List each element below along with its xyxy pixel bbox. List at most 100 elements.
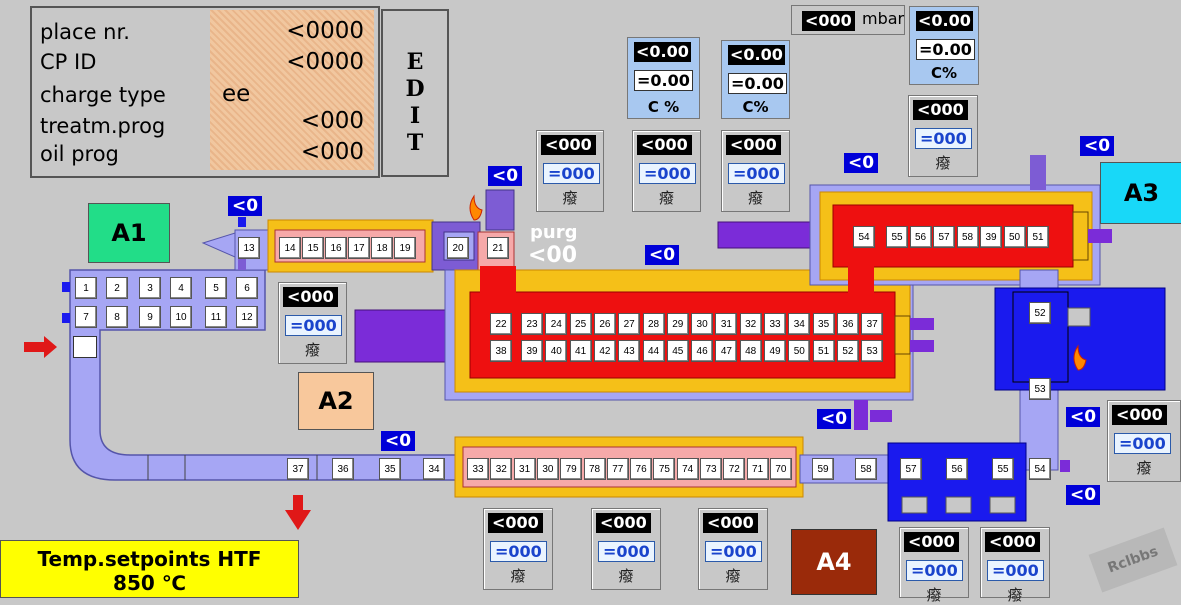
position-box[interactable]: 48 <box>739 340 762 362</box>
position-box[interactable]: 39 <box>521 340 543 362</box>
position-box[interactable]: 12 <box>236 306 258 328</box>
position-box[interactable]: 43 <box>618 340 641 362</box>
position-box[interactable]: 52 <box>836 340 859 362</box>
sensor-setpoint[interactable]: =000 <box>705 541 762 562</box>
sensor-setpoint[interactable]: =000 <box>598 541 655 562</box>
position-box[interactable]: 77 <box>606 458 629 480</box>
position-box[interactable]: 34 <box>423 458 445 480</box>
position-box[interactable]: 37 <box>861 313 884 335</box>
position-box[interactable]: 58 <box>855 458 877 480</box>
position-box[interactable]: 46 <box>691 340 714 362</box>
position-box[interactable]: 50 <box>1003 226 1026 248</box>
position-box[interactable]: 33 <box>764 313 786 335</box>
carbon-setpoint[interactable]: =0.00 <box>916 39 975 60</box>
position-box[interactable]: 53 <box>1029 378 1051 400</box>
position-box[interactable]: 47 <box>715 340 738 362</box>
position-box[interactable]: 29 <box>666 313 689 335</box>
position-box[interactable]: 11 <box>205 306 227 328</box>
position-box[interactable]: 74 <box>676 458 699 480</box>
position-box[interactable]: 59 <box>812 458 834 480</box>
position-box[interactable]: 51 <box>1027 226 1049 248</box>
position-box[interactable]: 21 <box>487 237 509 259</box>
position-box[interactable]: 22 <box>490 313 512 335</box>
position-box[interactable]: 55 <box>992 458 1014 480</box>
position-box[interactable]: 31 <box>513 458 536 480</box>
position-box[interactable]: 56 <box>946 458 968 480</box>
position-box[interactable]: 8 <box>106 306 128 328</box>
position-box[interactable]: 70 <box>769 458 792 480</box>
position-box[interactable]: 3 <box>139 277 161 299</box>
position-box[interactable]: 23 <box>521 313 543 335</box>
carbon-setpoint[interactable]: =0.00 <box>634 70 693 91</box>
sensor-setpoint[interactable]: =000 <box>285 315 342 336</box>
position-box[interactable]: 35 <box>812 313 835 335</box>
position-box[interactable]: 52 <box>1029 302 1051 324</box>
position-box[interactable]: 75 <box>653 458 676 480</box>
position-box[interactable]: 17 <box>348 237 370 259</box>
position-box[interactable]: 55 <box>886 226 908 248</box>
position-box[interactable]: 16 <box>325 237 347 259</box>
position-box[interactable]: 45 <box>666 340 689 362</box>
setpoint-value[interactable]: 850 ℃ <box>113 571 186 595</box>
position-box[interactable]: 2 <box>106 277 128 299</box>
sensor-setpoint[interactable]: =000 <box>639 163 696 184</box>
zone-a3[interactable]: A3 <box>1100 162 1181 224</box>
position-box[interactable]: 10 <box>170 306 192 328</box>
position-box[interactable]: 34 <box>788 313 811 335</box>
position-box[interactable]: 1 <box>75 277 97 299</box>
position-box[interactable]: 54 <box>1029 458 1051 480</box>
position-box[interactable]: 32 <box>739 313 762 335</box>
position-box[interactable]: 26 <box>593 313 616 335</box>
position-box[interactable]: 50 <box>788 340 811 362</box>
charge-type-value[interactable]: ee <box>222 81 251 107</box>
place-value[interactable]: <0000 <box>286 18 364 44</box>
position-box[interactable]: 40 <box>545 340 568 362</box>
position-box[interactable]: 58 <box>956 226 979 248</box>
cpid-value[interactable]: <0000 <box>286 49 364 75</box>
position-box[interactable]: 7 <box>75 306 97 328</box>
position-box[interactable]: 19 <box>394 237 416 259</box>
sensor-setpoint[interactable]: =000 <box>490 541 547 562</box>
position-box[interactable]: 18 <box>371 237 393 259</box>
carbon-setpoint[interactable]: =0.00 <box>728 73 787 94</box>
position-box[interactable]: 25 <box>569 313 592 335</box>
pressure-value[interactable]: <000 <box>802 11 855 31</box>
edit-button[interactable]: E D I T <box>381 9 449 177</box>
position-box[interactable]: 32 <box>490 458 513 480</box>
sensor-setpoint[interactable]: =000 <box>987 560 1044 581</box>
position-box[interactable]: 33 <box>467 458 489 480</box>
position-box[interactable]: 41 <box>569 340 592 362</box>
position-box[interactable]: 9 <box>139 306 161 328</box>
position-box[interactable]: 20 <box>447 237 469 259</box>
position-box[interactable]: 72 <box>723 458 746 480</box>
position-box[interactable]: 30 <box>536 458 559 480</box>
treatm-prog-value[interactable]: <000 <box>300 108 364 134</box>
position-box[interactable]: 78 <box>583 458 606 480</box>
position-box[interactable]: 42 <box>593 340 616 362</box>
sensor-setpoint[interactable]: =000 <box>543 163 600 184</box>
position-box[interactable]: 57 <box>933 226 955 248</box>
position-box[interactable]: 44 <box>642 340 665 362</box>
position-box[interactable]: 14 <box>279 237 301 259</box>
position-box[interactable]: 37 <box>287 458 309 480</box>
position-box[interactable]: 24 <box>545 313 568 335</box>
position-box[interactable]: 35 <box>379 458 401 480</box>
position-box[interactable]: 15 <box>302 237 324 259</box>
position-box[interactable]: 71 <box>746 458 769 480</box>
sensor-setpoint[interactable]: =000 <box>728 163 785 184</box>
position-box[interactable]: 31 <box>715 313 738 335</box>
position-box[interactable]: 73 <box>700 458 722 480</box>
position-box[interactable]: 36 <box>836 313 859 335</box>
position-box[interactable]: 49 <box>764 340 786 362</box>
position-box[interactable]: 38 <box>490 340 512 362</box>
zone-a1[interactable]: A1 <box>88 203 170 263</box>
position-box[interactable]: 56 <box>909 226 932 248</box>
position-box[interactable]: 36 <box>332 458 354 480</box>
position-box[interactable]: 53 <box>861 340 884 362</box>
position-box[interactable]: 57 <box>900 458 922 480</box>
position-box[interactable]: 13 <box>238 237 260 259</box>
position-box[interactable]: 30 <box>691 313 714 335</box>
position-box[interactable]: 6 <box>236 277 258 299</box>
position-box[interactable]: 54 <box>853 226 875 248</box>
position-box[interactable]: 79 <box>560 458 583 480</box>
